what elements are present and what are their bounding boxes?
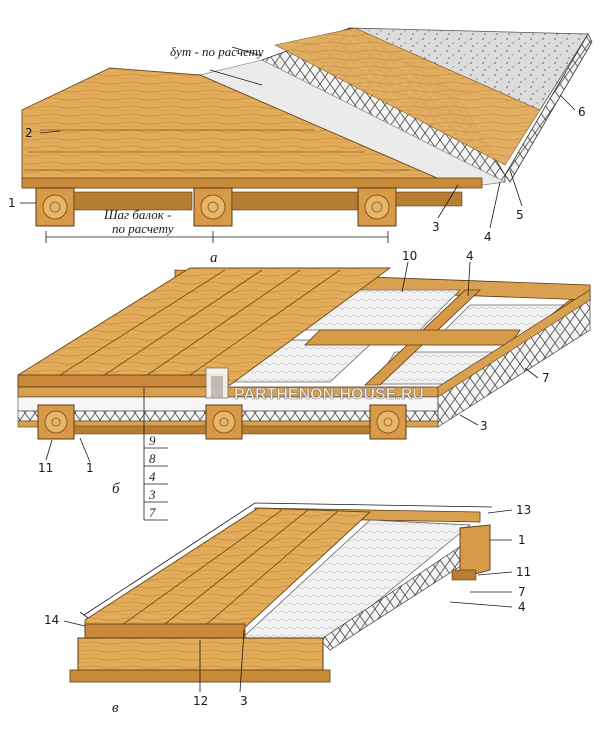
- caption-c: в: [112, 700, 119, 716]
- label-c-3: 3: [240, 694, 248, 708]
- label-insulation-thickness: δут - по расчету: [170, 44, 264, 59]
- panel-b: 9 8 4 3 7 10 4 7 3 11 1 б PARTHENON-HOUS…: [17, 249, 592, 521]
- label-joist-spacing-2: по расчету: [112, 221, 174, 236]
- label-c-14: 14: [44, 613, 59, 627]
- stack-label-2: 4: [149, 469, 156, 484]
- panel-a: 1 2 3 4 5 6 δут - по расчету Шаг балок -…: [8, 27, 593, 266]
- watermark-text: PARTHENON-HOUSE.RU: [234, 386, 424, 403]
- joists-b: [37, 404, 407, 440]
- label-c-4: 4: [518, 600, 526, 614]
- label-c-1: 1: [518, 533, 526, 547]
- label-c-11: 11: [516, 565, 531, 579]
- label-b-4: 4: [466, 249, 474, 263]
- caption-b: б: [112, 481, 120, 497]
- stack-label-0: 9: [149, 433, 156, 448]
- label-c-7: 7: [518, 585, 526, 599]
- stack-label-3: 3: [148, 487, 156, 502]
- joists-a: [35, 187, 463, 227]
- label-a-2: 2: [25, 126, 33, 140]
- stack-label-4: 7: [149, 505, 156, 520]
- label-b-1: 1: [86, 461, 94, 475]
- caption-a: а: [210, 250, 218, 266]
- insulation-edge: [504, 33, 593, 183]
- label-a-4: 4: [484, 230, 492, 244]
- label-a-1: 1: [8, 196, 16, 210]
- label-b-10: 10: [402, 249, 417, 263]
- label-b-7: 7: [542, 371, 550, 385]
- label-c-12: 12: [193, 694, 208, 708]
- label-c-13: 13: [516, 503, 531, 517]
- label-b-3: 3: [480, 419, 488, 433]
- watermark: PARTHENON-HOUSE.RU: [205, 367, 424, 403]
- label-joist-spacing-1: Шаг балок -: [103, 207, 171, 222]
- batten-2: [304, 329, 521, 346]
- joist-c-right: [459, 524, 491, 579]
- label-a-6: 6: [578, 105, 586, 119]
- subfloor-boards: [274, 27, 541, 166]
- label-a-3: 3: [432, 220, 440, 234]
- label-a-5: 5: [516, 208, 524, 222]
- panel-c: 13 1 11 7 4 14 12 3 в: [44, 502, 531, 716]
- stack-label-1: 8: [149, 451, 156, 466]
- floor-boards: [21, 67, 461, 189]
- label-b-11: 11: [38, 461, 53, 475]
